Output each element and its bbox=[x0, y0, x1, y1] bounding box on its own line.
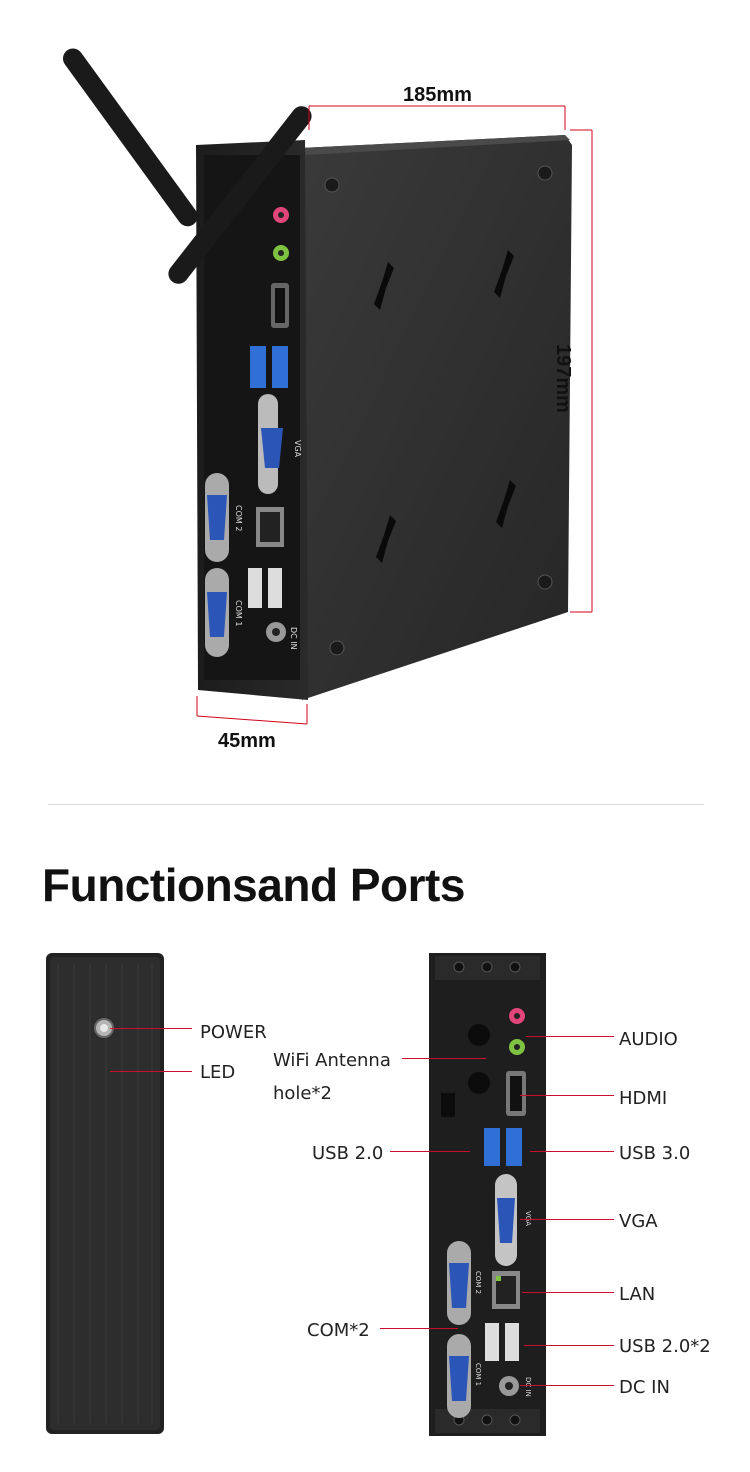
dcin-leader-line bbox=[520, 1385, 614, 1386]
usb20x2-leader-line bbox=[524, 1345, 614, 1346]
svg-text:DC IN: DC IN bbox=[289, 627, 298, 650]
wifi-antenna bbox=[62, 48, 312, 284]
width-dimension-label: 185mm bbox=[403, 84, 472, 106]
usb20x2-label: USB 2.0*2 bbox=[619, 1336, 711, 1357]
led-leader-line bbox=[110, 1071, 192, 1072]
usb20-left-label: USB 2.0 bbox=[312, 1143, 384, 1164]
lan-leader-line bbox=[522, 1292, 614, 1293]
wifi-leader-line bbox=[402, 1058, 486, 1059]
rear-panel-image: VGA COM 2 COM 1 DC IN bbox=[429, 953, 546, 1436]
wifi-antenna-label: WiFi Antenna bbox=[273, 1050, 391, 1071]
mini-pc-illustration: VGA COM 2 COM 1 DC IN bbox=[62, 48, 593, 725]
dcin-label: DC IN bbox=[619, 1377, 670, 1398]
product-hero-image: VGA COM 2 COM 1 DC IN bbox=[62, 48, 593, 725]
com1-port-marking: COM 1 bbox=[474, 1363, 482, 1386]
com-label: COM*2 bbox=[307, 1320, 370, 1341]
depth-dimension-label: 45mm bbox=[218, 730, 276, 752]
vga-label: VGA bbox=[619, 1211, 658, 1232]
usb30-leader-line bbox=[530, 1151, 614, 1152]
usb30-label: USB 3.0 bbox=[619, 1143, 691, 1164]
power-label: POWER bbox=[200, 1022, 267, 1043]
lan-label: LAN bbox=[619, 1284, 656, 1305]
com2-port-marking: COM 2 bbox=[474, 1271, 482, 1294]
audio-leader-line bbox=[526, 1036, 614, 1037]
svg-text:COM 1: COM 1 bbox=[234, 600, 243, 626]
front-panel-image bbox=[46, 953, 164, 1434]
dcin-port-marking: DC IN bbox=[524, 1377, 532, 1397]
hdmi-leader-line bbox=[520, 1095, 614, 1096]
svg-text:VGA: VGA bbox=[293, 440, 302, 458]
power-leader-line bbox=[110, 1028, 192, 1029]
usb20-left-leader-line bbox=[390, 1151, 470, 1152]
svg-text:COM 2: COM 2 bbox=[234, 505, 243, 531]
wifi-antenna-label-line2: hole*2 bbox=[273, 1083, 332, 1104]
hdmi-label: HDMI bbox=[619, 1088, 668, 1109]
audio-label: AUDIO bbox=[619, 1029, 678, 1050]
height-dimension-label: 197mm bbox=[552, 344, 574, 413]
section-title: Functionsand Ports bbox=[42, 859, 465, 911]
com-leader-line bbox=[380, 1328, 458, 1329]
vga-leader-line bbox=[520, 1219, 614, 1220]
vga-port-marking: VGA bbox=[524, 1211, 532, 1226]
led-label: LED bbox=[200, 1062, 236, 1083]
section-divider bbox=[48, 804, 704, 805]
